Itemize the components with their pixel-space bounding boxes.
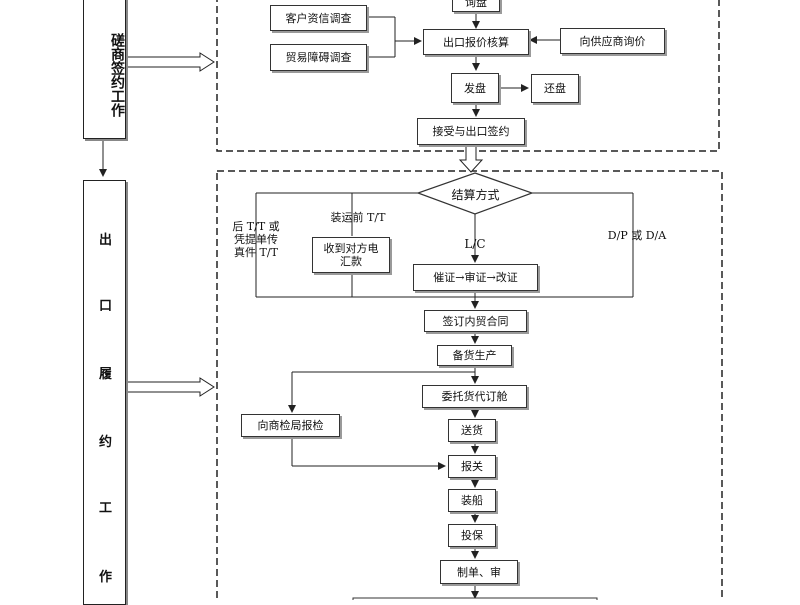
settlement-label: 结算方式 <box>451 188 500 202</box>
branch-tt-after: 后 T/T 或 凭提单传 真件 T/T <box>232 220 280 259</box>
node-insurance-label: 投保 <box>461 529 483 542</box>
node-supplier-price: 向供应商询价 <box>560 28 665 54</box>
node-collect-remit: 收到对方电汇款 <box>312 237 390 273</box>
node-counter-offer-label: 还盘 <box>544 82 566 95</box>
node-trade-barrier: 贸易障碍调查 <box>270 44 367 71</box>
section-connector-arrow <box>458 145 484 173</box>
node-customs: 报关 <box>448 455 496 478</box>
node-customer-credit: 客户资信调查 <box>270 5 367 31</box>
node-lc-steps-label: 催证→审证→改证 <box>433 271 518 284</box>
node-ask-price-label: 询盘 <box>465 0 487 9</box>
phase-char: 工 <box>98 501 112 516</box>
node-domestic-contract: 签订内贸合同 <box>424 310 527 332</box>
node-documents: 制单、审 <box>440 560 518 584</box>
node-ask-price: 询盘 <box>452 0 500 12</box>
node-insurance: 投保 <box>448 524 496 547</box>
phase-negotiation: 磋商签约工作 <box>83 0 126 139</box>
node-loading-label: 装船 <box>461 494 483 507</box>
node-prepare-goods-label: 备货生产 <box>452 349 497 362</box>
node-trade-barrier-label: 贸易障碍调查 <box>285 51 352 64</box>
node-export-quote: 出口报价核算 <box>423 29 529 55</box>
node-customer-credit-label: 客户资信调查 <box>285 11 352 25</box>
phase-char: 口 <box>98 299 112 314</box>
branch-tt-before: 装运前 T/T <box>330 211 386 224</box>
node-accept-sign-label: 接受与出口签约 <box>432 125 510 138</box>
node-accept-sign: 接受与出口签约 <box>417 118 525 145</box>
node-customs-label: 报关 <box>461 460 483 473</box>
node-deliver: 送货 <box>448 419 496 442</box>
node-prepare-goods: 备货生产 <box>437 345 512 366</box>
phase-char: 约 <box>98 435 112 450</box>
node-documents-label: 制单、审 <box>457 565 501 579</box>
node-book-shipping-label: 委托货代订舱 <box>441 390 508 403</box>
phase-char: 履 <box>98 367 112 382</box>
phase-char: 出 <box>98 233 112 248</box>
node-offer-label: 发盘 <box>464 81 486 95</box>
node-export-quote-label: 出口报价核算 <box>443 35 509 49</box>
node-loading: 装船 <box>448 489 496 512</box>
node-offer: 发盘 <box>451 73 499 103</box>
node-supplier-price-label: 向供应商询价 <box>579 34 646 48</box>
branch-dp-da: D/P 或 D/A <box>607 229 667 242</box>
node-lc-steps: 催证→审证→改证 <box>413 264 538 291</box>
node-inspection-label: 向商检局报检 <box>257 419 324 432</box>
node-domestic-contract-label: 签订内贸合同 <box>442 314 509 328</box>
block-arrow-top <box>126 52 215 72</box>
node-inspection: 向商检局报检 <box>241 414 340 437</box>
node-collect-remit-label: 收到对方电汇款 <box>323 242 379 268</box>
branch-lc: L/C <box>464 237 486 251</box>
node-book-shipping: 委托货代订舱 <box>422 385 527 408</box>
phase-execution: 出 口 履 约 工 作 <box>83 180 126 605</box>
block-arrow-bottom <box>126 377 215 397</box>
node-deliver-label: 送货 <box>461 424 483 437</box>
phase-char: 作 <box>98 570 112 585</box>
phase-negotiation-label: 磋商签约工作 <box>109 32 125 117</box>
node-counter-offer: 还盘 <box>531 74 579 103</box>
